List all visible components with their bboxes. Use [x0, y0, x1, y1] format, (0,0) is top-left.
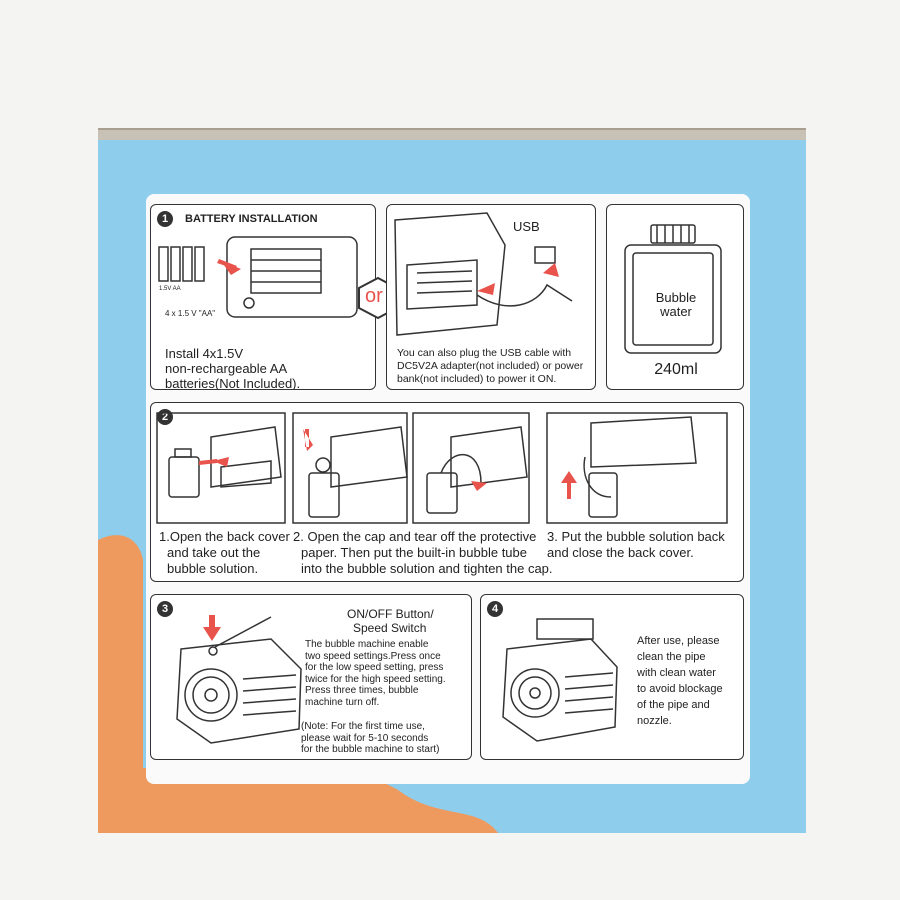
step-2c-line-2: and close the back cover. — [547, 545, 694, 560]
step-3-heading-line-2: Speed Switch — [353, 621, 427, 635]
step-3-note-line-1: (Note: For the first time use, — [301, 721, 425, 732]
step-2a-line-1: 1.Open the back cover — [159, 529, 290, 544]
step-3-body-line-5: Press three times, bubble — [305, 685, 419, 696]
battery-illustration — [158, 236, 358, 318]
step-2-illustration — [156, 412, 728, 524]
step-3-note-line-2: please wait for 5-10 seconds — [301, 732, 429, 744]
step-3-body-line-6: machine turn off. — [305, 696, 380, 708]
bottle-illustration — [624, 224, 722, 354]
battery-instruction-line-2: non-rechargeable AA — [165, 361, 288, 376]
battery-installation-card: 1 BATTERY INSTALLATION 1.5V AA 4 x 1.5 V… — [150, 204, 376, 390]
step-number-1: 1 — [157, 211, 173, 227]
step-3-body-line-4: twice for the high speed setting. — [305, 673, 446, 685]
step-4-line-5: of the pipe and — [637, 699, 710, 711]
product-box: 1 BATTERY INSTALLATION 1.5V AA 4 x 1.5 V… — [98, 140, 806, 833]
step-number-4: 4 — [487, 601, 503, 617]
step-3-note-line-3: for the bubble machine to start) — [301, 744, 440, 755]
bottle-label-line-1: Bubble — [655, 290, 697, 305]
bottle-label-line-2: water — [660, 304, 692, 319]
battery-cell-label: 1.5V AA — [159, 286, 181, 292]
bubble-machine-clean-illustration — [502, 618, 618, 742]
battery-instruction-line-3: batteries(Not Included). — [165, 376, 301, 390]
step-3-body-line-3: for the low speed setting, press — [305, 662, 444, 673]
bubble-water-card: Bubble water 240ml — [606, 204, 744, 390]
step-2b-line-1: 2. Open the cap and tear off the protect… — [293, 529, 537, 544]
usb-note-line-1: You can also plug the USB cable with — [397, 347, 572, 359]
step-4-line-6: nozzle. — [637, 715, 672, 727]
battery-instruction-line-1: Install 4x1.5V — [165, 346, 244, 361]
step-4-line-3: with clean water — [637, 667, 716, 679]
usb-note-line-2: DC5V2A adapter(not included) or power — [397, 360, 584, 372]
usb-power-card: USB You can also plug the USB cable with… — [386, 204, 596, 390]
step-2a-line-2: and take out the — [167, 545, 261, 560]
bottle-volume: 240ml — [654, 361, 698, 378]
usb-note-line-3: bank(not included) to power it ON. — [397, 373, 557, 385]
step-3-body-line-2: two speed settings.Press once — [305, 650, 441, 662]
usb-label: USB — [513, 219, 540, 234]
step-4-line-4: to avoid blockage — [637, 683, 723, 695]
step-2-card: 2 — [150, 402, 744, 582]
step-4-line-2: clean the pipe — [637, 651, 706, 663]
step-2c-line-1: 3. Put the bubble solution back — [547, 529, 725, 544]
step-4-line-1: After use, please — [637, 635, 720, 647]
battery-installation-title: BATTERY INSTALLATION — [185, 213, 318, 225]
instruction-panel: 1 BATTERY INSTALLATION 1.5V AA 4 x 1.5 V… — [146, 194, 750, 784]
step-2b-line-2: paper. Then put the built-in bubble tube — [301, 545, 527, 560]
step-4-card: 4 After use, please clean the pipe with … — [480, 594, 744, 760]
step-3-card: 3 ON/OFF Button/ Speed Switch The bubble… — [150, 594, 472, 760]
usb-illustration — [394, 212, 573, 336]
step-number-3: 3 — [157, 601, 173, 617]
bubble-machine-front-illustration — [176, 615, 302, 744]
or-label: or — [365, 285, 383, 307]
step-2a-line-3: bubble solution. — [167, 561, 259, 576]
step-3-body-line-1: The bubble machine enable — [305, 639, 429, 650]
battery-caption: 4 x 1.5 V "AA" — [165, 309, 216, 318]
step-3-heading-line-1: ON/OFF Button/ — [347, 607, 434, 621]
step-2b-line-3: into the bubble solution and tighten the… — [301, 561, 553, 576]
